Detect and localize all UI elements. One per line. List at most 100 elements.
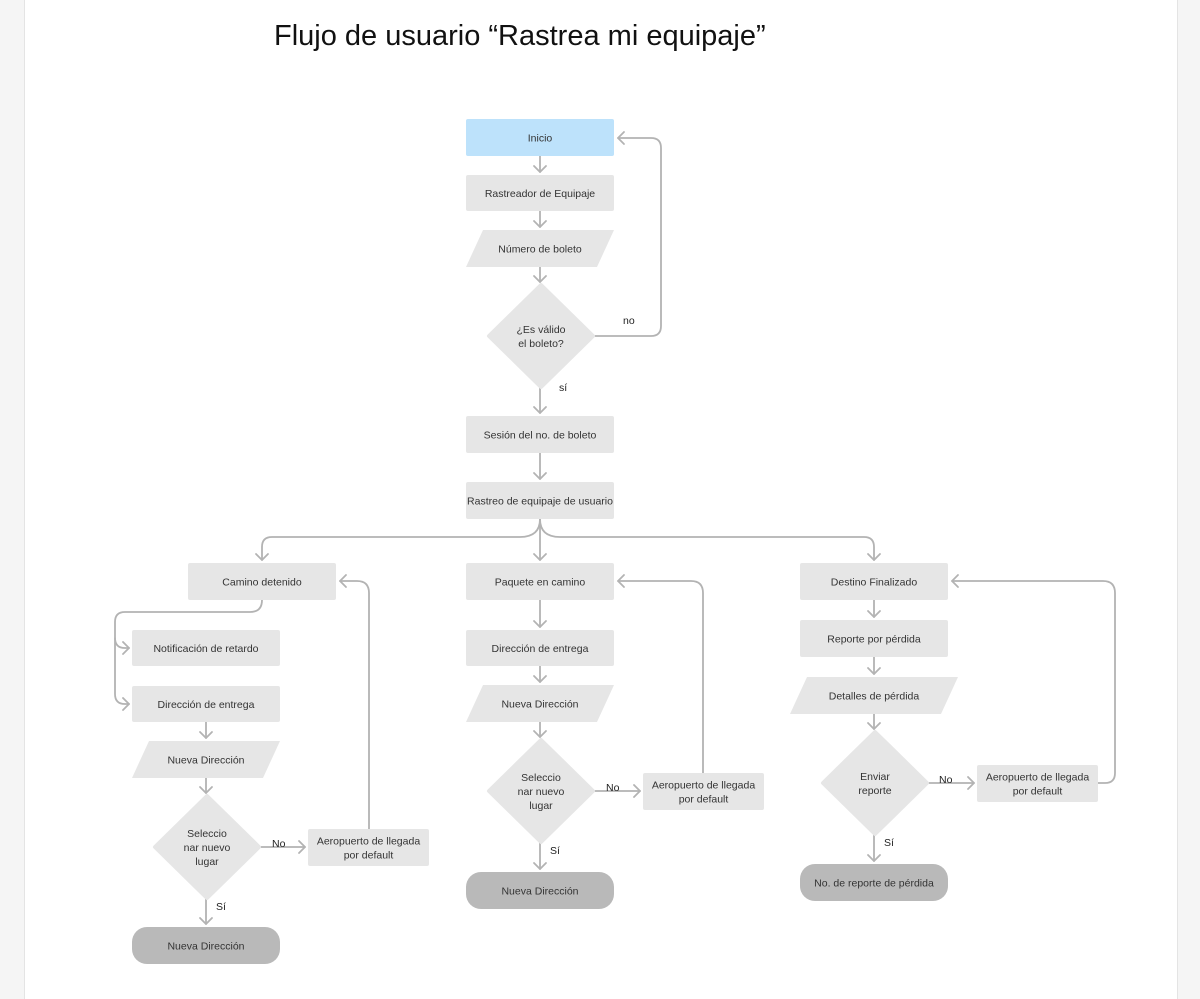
node-label: Nueva Dirección: [501, 885, 578, 897]
node-label: Nueva Dirección: [167, 754, 244, 766]
node-label: Dirección de entrega: [158, 699, 255, 711]
node-label: Aeropuerto de llegada: [317, 835, 420, 847]
shape-para: [466, 685, 614, 722]
shape-pill: [466, 872, 614, 909]
shape-rect: [977, 765, 1098, 802]
node-label: por default: [679, 793, 729, 805]
connector: [339, 580, 370, 830]
shape-rect: [466, 175, 614, 211]
node-label: Detalles de pérdida: [829, 690, 920, 702]
shape-para: [466, 230, 614, 267]
shape-para: [790, 677, 958, 714]
node-label: por default: [344, 849, 394, 861]
node-nueva-direccion-input-2: Nueva Dirección: [466, 685, 614, 722]
node-label: por default: [1013, 785, 1063, 797]
node-label: Notificación de retardo: [153, 643, 258, 655]
shape-rect: [466, 119, 614, 156]
shape-rect: [466, 482, 614, 519]
arrowhead: [633, 784, 641, 798]
node-inicio: Inicio: [466, 119, 614, 156]
node-direccion-entrega-1: Dirección de entrega: [132, 686, 280, 722]
arrowhead: [533, 620, 547, 628]
shape-rect: [643, 773, 764, 810]
node-label: Inicio: [528, 132, 553, 144]
arrowhead: [533, 406, 547, 414]
shape-para: [132, 741, 280, 778]
connector: [114, 637, 130, 705]
arrowhead: [298, 840, 306, 854]
arrowhead: [533, 220, 547, 228]
node-label: Seleccio: [521, 772, 561, 784]
arrowhead: [533, 675, 547, 683]
arrowhead: [339, 574, 347, 588]
arrowhead: [122, 641, 130, 655]
arrowhead: [199, 731, 213, 739]
connector: [261, 518, 541, 561]
arrowhead: [867, 553, 881, 561]
arrowhead: [533, 553, 547, 561]
node-aeropuerto-2: Aeropuerto de llegada por default: [643, 773, 764, 810]
node-nueva-direccion-end-1: Nueva Dirección: [132, 927, 280, 964]
node-label: Nueva Dirección: [167, 940, 244, 952]
node-nueva-direccion-input-1: Nueva Dirección: [132, 741, 280, 778]
shape-rect: [466, 563, 614, 600]
arrowhead: [867, 854, 881, 862]
arrowhead: [951, 574, 959, 588]
node-paquete-camino: Paquete en camino: [466, 563, 614, 600]
shape-rect: [466, 630, 614, 666]
node-label: Reporte por pérdida: [827, 633, 921, 645]
shape-rect: [800, 563, 948, 600]
node-aeropuerto-3: Aeropuerto de llegada por default: [977, 765, 1098, 802]
node-numero-boleto: Número de boleto: [466, 230, 614, 267]
shape-pill: [800, 864, 948, 901]
node-label: Paquete en camino: [495, 576, 586, 588]
shape-diamond: [153, 794, 261, 900]
edge-label-sel2-no: No: [606, 782, 620, 794]
node-label: Número de boleto: [498, 243, 582, 255]
node-rastreador: Rastreador de Equipaje: [466, 175, 614, 211]
arrowhead: [255, 553, 269, 561]
connector: [539, 518, 875, 561]
node-label: Camino detenido: [222, 576, 302, 588]
arrowhead: [122, 697, 130, 711]
arrowhead: [199, 917, 213, 925]
node-label: reporte: [858, 785, 891, 797]
node-notificacion-retardo: Notificación de retardo: [132, 630, 280, 666]
arrowhead: [867, 610, 881, 618]
node-camino-detenido: Camino detenido: [188, 563, 336, 600]
arrowhead: [533, 275, 547, 283]
arrowhead: [533, 730, 547, 738]
node-rastreo-usuario: Rastreo de equipaje de usuario: [466, 482, 614, 519]
node-detalles-perdida: Detalles de pérdida: [790, 677, 958, 714]
node-label: Seleccio: [187, 828, 227, 840]
arrowhead: [617, 574, 625, 588]
edge-label-sel2-si: Sí: [550, 845, 560, 857]
edge-label-enviar-no: No: [939, 774, 953, 786]
node-label: el boleto?: [518, 338, 564, 350]
node-label: Rastreador de Equipaje: [485, 188, 595, 200]
shape-rect: [132, 686, 280, 722]
node-label: nar nuevo: [184, 842, 231, 854]
node-seleccionar-1: Seleccio nar nuevo lugar: [153, 794, 261, 900]
node-label: Aeropuerto de llegada: [986, 771, 1089, 783]
node-label: Aeropuerto de llegada: [652, 779, 755, 791]
edge-label-enviar-si: Sí: [884, 837, 894, 849]
shape-pill: [132, 927, 280, 964]
shape-rect: [800, 620, 948, 657]
node-destino-finalizado: Destino Finalizado: [800, 563, 948, 600]
edge-label-valido-si: sí: [559, 382, 567, 394]
arrowhead: [867, 722, 881, 730]
node-nueva-direccion-end-2: Nueva Dirección: [466, 872, 614, 909]
node-label: lugar: [195, 856, 219, 868]
node-label: No. de reporte de pérdida: [814, 877, 934, 889]
shape-diamond: [487, 738, 595, 844]
edge-label-sel1-si: Sí: [216, 901, 226, 913]
diagram-title: Flujo de usuario “Rastrea mi equipaje”: [274, 20, 766, 52]
node-label: Destino Finalizado: [831, 576, 918, 588]
node-label: Sesión del no. de boleto: [484, 429, 597, 441]
arrowhead: [199, 786, 213, 794]
arrowhead: [967, 776, 975, 790]
node-label: nar nuevo: [518, 786, 565, 798]
